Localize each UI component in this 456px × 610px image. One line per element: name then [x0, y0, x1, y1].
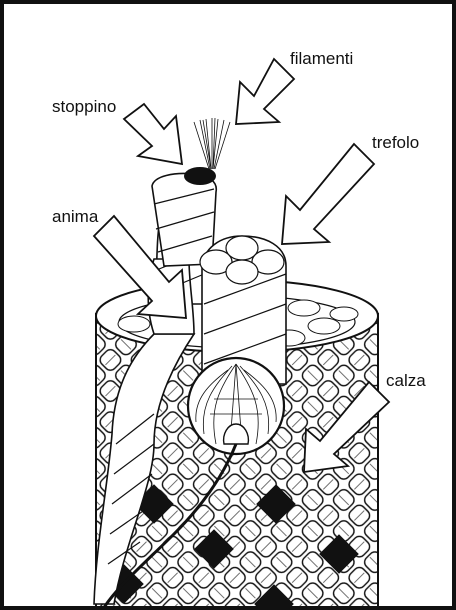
label-trefolo: trefolo	[372, 133, 419, 152]
label-filamenti: filamenti	[290, 49, 353, 68]
arrow-trefolo	[282, 144, 374, 244]
label-calza: calza	[386, 371, 426, 390]
label-anima: anima	[52, 207, 99, 226]
magnifier-circle	[188, 358, 284, 454]
rope-structure-diagram: filamenti stoppino trefolo anima calza	[4, 4, 456, 610]
arrow-filamenti	[236, 59, 294, 124]
label-stoppino: stoppino	[52, 97, 116, 116]
arrow-stoppino	[124, 104, 182, 164]
wick-tip	[184, 167, 216, 185]
filament-tuft	[194, 118, 230, 169]
